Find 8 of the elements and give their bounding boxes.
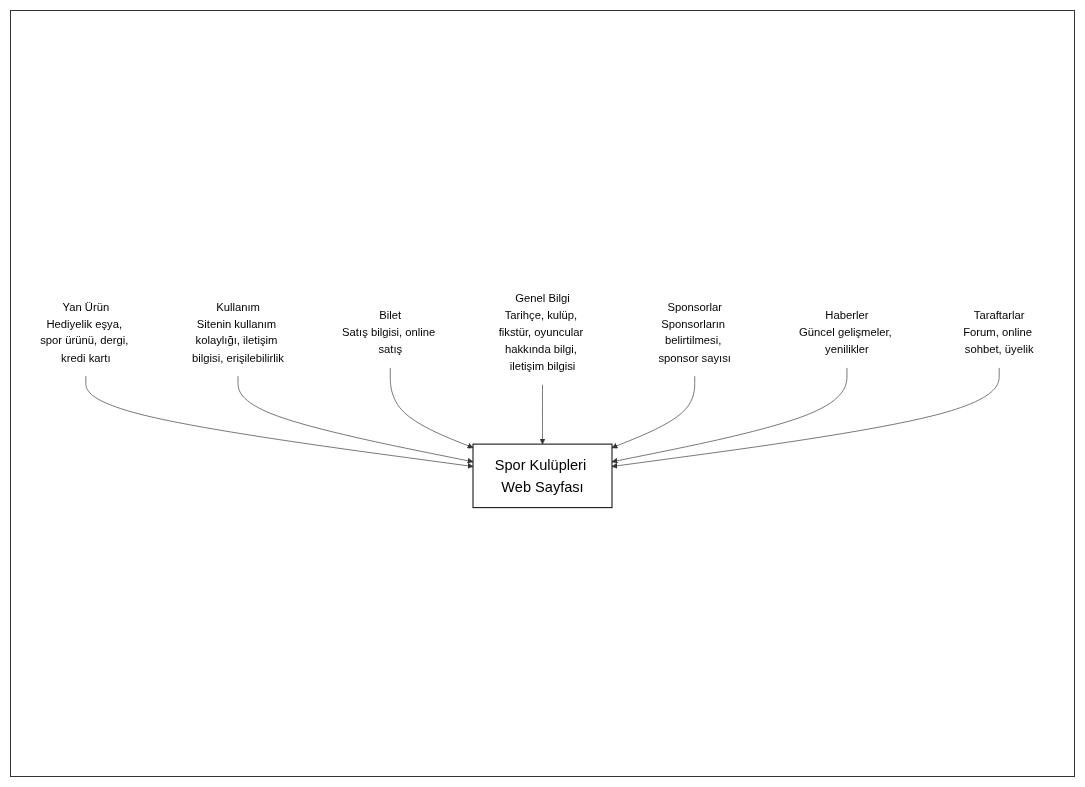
node-text: Yan Ürün Hediyelik eşya, spor ürünü, dergi, kredi kartı bbox=[40, 300, 129, 364]
node-text: Kullanım Sitenin kullanım kolaylığı, iletişim bilgisi, erişilebilirlik bbox=[192, 300, 284, 364]
node-text: Genel Bilgi Tarihçe, kulüp, fikstür, oyuncular hakkında bilgi, iletişim bilgisi bbox=[498, 291, 584, 372]
node-text: Haberler Güncel gelişmeler, yenilikler bbox=[799, 308, 892, 355]
node-text: Bilet Satış bilgisi, online satış bbox=[342, 308, 436, 355]
node-text: Taraftarlar Forum, online sohbet, üyelik bbox=[963, 308, 1034, 355]
node-box: Spor Kulüpleri Web Sayfası bbox=[472, 443, 613, 508]
node-text: Sponsorlar Sponsorların belirtilmesi, sponsor sayısı bbox=[658, 300, 731, 364]
